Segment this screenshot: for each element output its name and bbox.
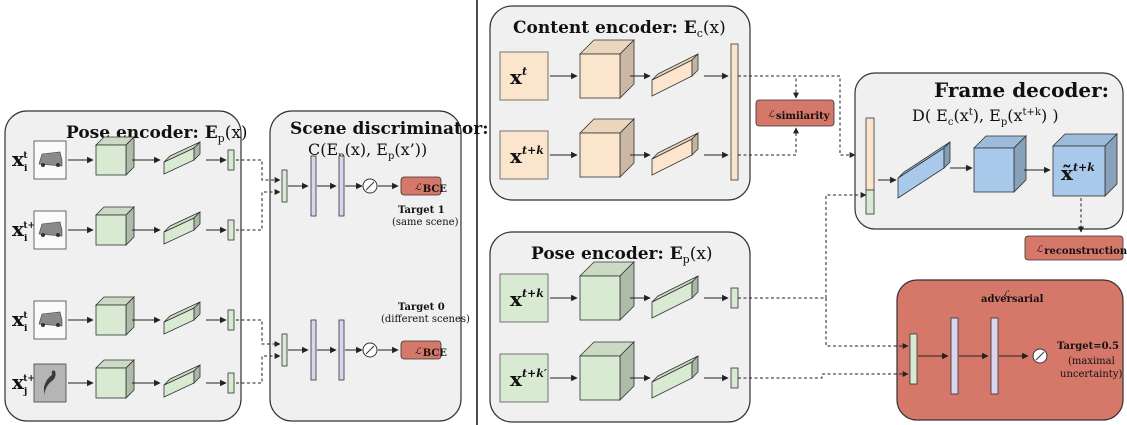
content-conv-block-2 [651, 53, 699, 97]
decoder-pose-vector [865, 189, 875, 215]
adversarial-note: uncertainty) [1060, 369, 1122, 380]
disc-fc-layer [310, 319, 317, 381]
left-feature-vector [227, 372, 235, 394]
sigmoid-icon [362, 178, 378, 194]
scene-discriminator-expr: C(Ep(x), Ep(x’)) [308, 140, 427, 162]
pose-input-frame: xt+k [499, 273, 549, 323]
left-conv-block-2 [163, 301, 201, 335]
content-to-decoder [738, 75, 856, 158]
left-input-image [33, 140, 67, 180]
pose-conv-block-1 [579, 261, 635, 321]
left-input-image [33, 363, 67, 403]
pose-conv-block-1 [579, 341, 635, 401]
discriminator-connector [236, 159, 281, 183]
frame-decoder-title: Frame decoder: [934, 78, 1109, 102]
decoder-content-vector [865, 117, 875, 191]
discriminator-connector [236, 189, 281, 231]
svg-text:BCE: BCE [423, 348, 448, 359]
content-input-frame: xt [499, 51, 549, 101]
adversarial-note: (maximal [1068, 356, 1115, 367]
pose-feature-vector [730, 287, 739, 309]
adversarial-sub: adversarial [981, 294, 1044, 305]
adversarial-target: Target=0.5 [1057, 341, 1119, 352]
content-feature-vector [730, 43, 739, 181]
pose-input-frame: xt+k′ [499, 353, 549, 403]
similarity-connector [738, 127, 799, 156]
decoder-deconv-2 [973, 135, 1027, 193]
pose-to-adversarial [738, 371, 909, 379]
decoder-output-frame [1052, 133, 1118, 197]
left-input-label: xit+k [12, 217, 42, 244]
disc-fc-layer [338, 319, 345, 381]
content-input-frame: xt+k [499, 130, 549, 180]
left-input-image [33, 210, 67, 250]
left-pose-encoder-panel [4, 110, 242, 422]
svg-text:xt+k: xt+k [510, 287, 544, 311]
target-label: Target 1 [398, 205, 445, 216]
content-conv-block-1 [579, 39, 635, 99]
adv-concat-vector [909, 333, 918, 385]
svg-text:ℒ: ℒ [768, 110, 775, 120]
disc-fc-layer [338, 155, 345, 217]
pose-conv-block-2 [651, 275, 699, 319]
discriminator-connector [236, 319, 281, 347]
svg-text:ℒ: ℒ [415, 347, 422, 357]
left-input-label: xjt+k [12, 370, 42, 397]
van-icon [38, 221, 63, 237]
pose-to-decoder [738, 192, 867, 299]
left-input-image [33, 300, 67, 340]
left-conv-block-1 [95, 206, 135, 246]
left-conv-block-1 [95, 136, 135, 176]
left-conv-block-2 [163, 364, 201, 398]
decoder-deconv-1 [897, 141, 951, 199]
frame-decoder-expr: D( Ec(xt), Ep(xt+k) ) [912, 106, 1059, 128]
svg-text:reconstruction: reconstruction [1044, 246, 1127, 257]
van-icon [38, 311, 63, 327]
left-conv-block-2 [163, 211, 201, 245]
adv-fc-layer [990, 317, 999, 395]
adversarial-label: ℒ [1003, 290, 1010, 300]
target-note: (same scene) [392, 217, 459, 228]
left-input-label: xit [12, 307, 28, 334]
svg-text:xt+k: xt+k [510, 144, 544, 168]
right-pose-encoder-title: Pose encoder: Ep(x) [531, 244, 713, 266]
left-conv-block-2 [163, 141, 201, 175]
content-encoder-title: Content encoder: Ec(x) [513, 18, 726, 40]
svg-text:BCE: BCE [423, 184, 448, 195]
discriminator-connector [236, 353, 281, 384]
adv-fc-layer [950, 317, 959, 395]
disc-fc-layer [310, 155, 317, 217]
left-feature-vector [227, 149, 235, 171]
pose-to-adversarial [738, 297, 909, 349]
disc-concat-vector [281, 169, 288, 203]
svg-text:similarity: similarity [776, 111, 831, 122]
content-conv-block-2 [651, 132, 699, 176]
van-icon [38, 151, 63, 167]
content-conv-block-1 [579, 118, 635, 178]
left-conv-block-1 [95, 359, 135, 399]
figure-icon [44, 370, 56, 395]
decoder-output-label: x̃t+k [1061, 161, 1095, 185]
disc-concat-vector [281, 333, 288, 367]
left-feature-vector [227, 309, 235, 331]
pose-conv-block-2 [651, 355, 699, 399]
target-note: (different scenes) [381, 314, 470, 325]
svg-text:xt: xt [510, 65, 527, 89]
scene-discriminator-title: Scene discriminator: [290, 119, 488, 139]
target-label: Target 0 [398, 302, 445, 313]
sigmoid-icon [1032, 348, 1048, 364]
svg-text:xt+k′: xt+k′ [510, 367, 547, 391]
pose-feature-vector [730, 367, 739, 389]
left-input-label: xit [12, 147, 28, 174]
left-conv-block-1 [95, 296, 135, 336]
svg-text:ℒ: ℒ [415, 183, 422, 193]
left-feature-vector [227, 219, 235, 241]
sigmoid-icon [362, 342, 378, 358]
svg-text:ℒ: ℒ [1036, 245, 1043, 255]
